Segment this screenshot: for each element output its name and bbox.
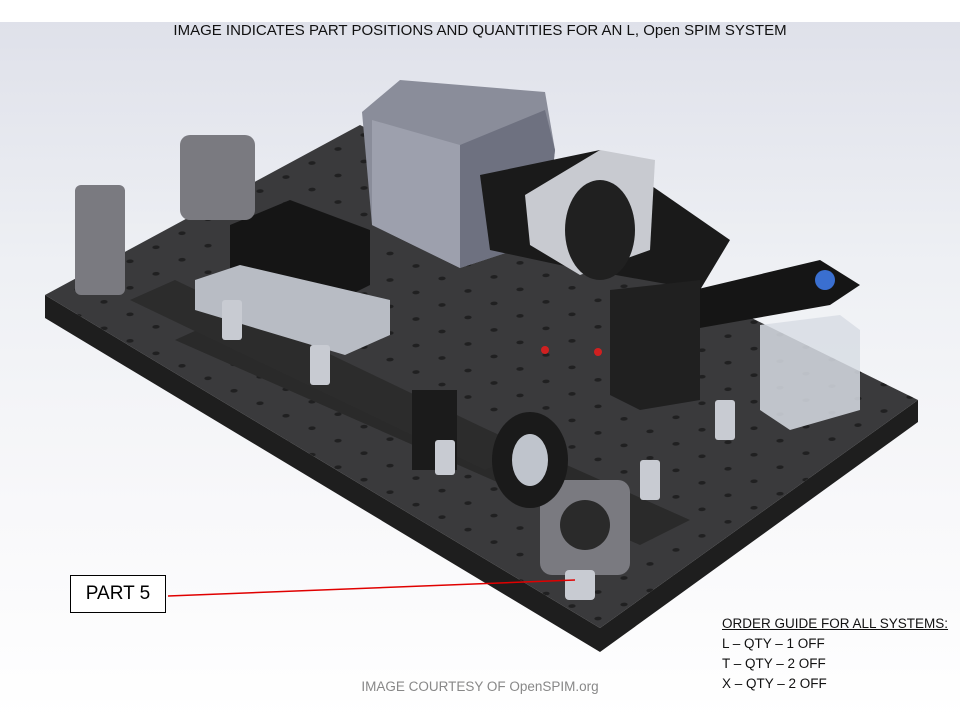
callout-line bbox=[167, 579, 576, 597]
sample-chamber bbox=[760, 315, 860, 430]
order-guide-line: L – QTY – 1 OFF bbox=[722, 636, 825, 651]
post-holders bbox=[222, 300, 735, 600]
z-stage bbox=[610, 280, 700, 410]
order-guide-heading: ORDER GUIDE FOR ALL SYSTEMS: bbox=[722, 616, 949, 631]
part-5-callout: PART 5 bbox=[70, 575, 166, 613]
image-credit: IMAGE COURTESY OF OpenSPIM.org bbox=[361, 679, 599, 694]
order-guide-line: T – QTY – 2 OFF bbox=[722, 656, 826, 671]
order-guide: ORDER GUIDE FOR ALL SYSTEMS: L – QTY – 1… bbox=[722, 614, 948, 694]
slide-title: IMAGE INDICATES PART POSITIONS AND QUANT… bbox=[173, 22, 787, 39]
breadboard-side bbox=[45, 295, 918, 652]
order-guide-line: X – QTY – 2 OFF bbox=[722, 676, 827, 691]
